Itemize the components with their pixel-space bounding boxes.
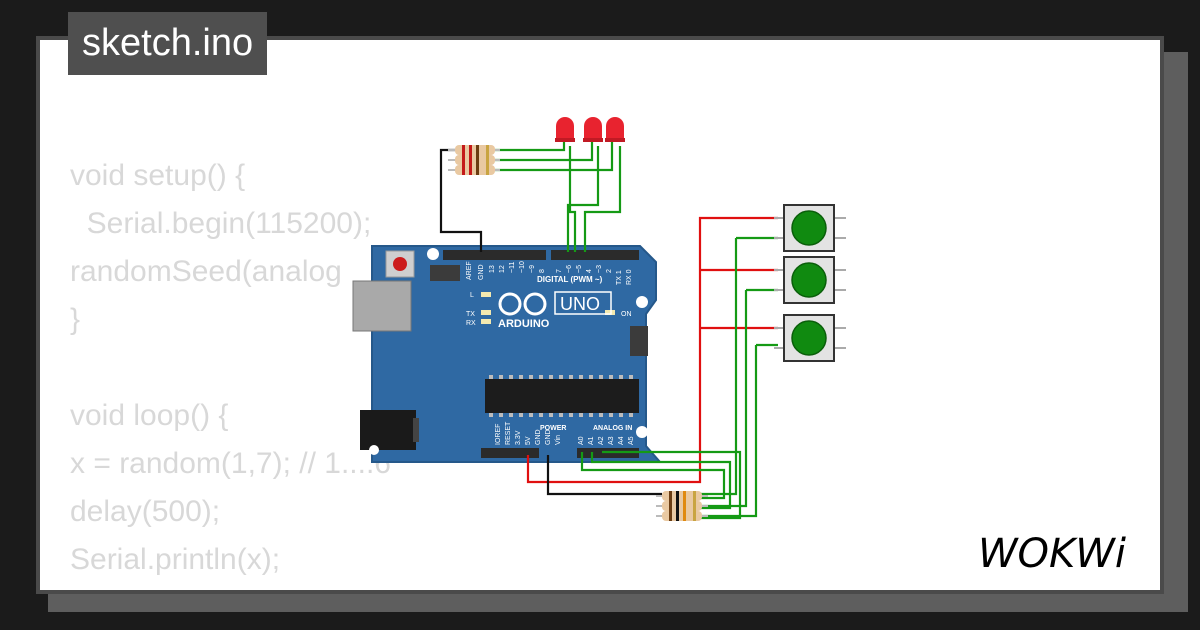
model-label: UNO [560, 294, 600, 314]
pin-label: ~11 [509, 262, 516, 273]
pin-label: A5 [628, 436, 635, 445]
code-line: void setup() { [70, 159, 246, 192]
led-red-3[interactable] [605, 117, 625, 142]
pin-label: 5V [525, 436, 532, 445]
power-header-label: POWER [540, 425, 566, 432]
led-label-on: ON [621, 311, 632, 318]
pin-label: A0 [578, 436, 585, 445]
pin-label: ~10 [519, 261, 526, 273]
led-red-1[interactable] [555, 117, 575, 142]
code-line: Serial.println(x); [70, 543, 281, 576]
pin-label: ~6 [566, 265, 573, 273]
pushbutton-3[interactable] [774, 314, 846, 362]
pin-label: AREF [466, 261, 473, 280]
led-label-rx: RX [466, 320, 476, 327]
digital-header-label: DIGITAL (PWM ~) [537, 275, 603, 284]
pin-label: IOREF [495, 424, 502, 445]
pin-label: GND [545, 429, 552, 445]
pin-label: A2 [598, 436, 605, 445]
pushbutton-2[interactable] [774, 256, 846, 304]
pin-label: ~3 [596, 265, 603, 273]
led-label-tx: TX [466, 311, 475, 318]
power-header [481, 448, 539, 458]
code-line: void loop() { [70, 399, 229, 432]
pin-label: 4 [586, 269, 593, 273]
wokwi-logo: WOKWi [978, 531, 1126, 577]
pin-label: RX 0 [626, 269, 633, 285]
code-line: delay(500); [70, 495, 221, 528]
code-line: randomSeed(analog [70, 255, 342, 288]
resistor-bank-bottom[interactable] [656, 491, 708, 521]
digital-header-left [443, 250, 546, 260]
brand-label: ARDUINO [498, 318, 550, 330]
pin-label: 12 [499, 265, 506, 273]
pin-label: TX 1 [616, 270, 623, 285]
code-line: Serial.begin(115200); [70, 207, 372, 240]
analog-header-label: ANALOG IN [593, 425, 632, 432]
pin-label: A1 [588, 436, 595, 445]
pin-label: 7 [556, 269, 563, 273]
pin-label: RESET [505, 421, 512, 445]
pin-label: 3.3V [515, 430, 522, 445]
led-label-l: L [470, 292, 474, 299]
code-editor: void setup() { Serial.begin(115200); ran… [70, 152, 391, 590]
resistor-bank-top[interactable] [448, 145, 500, 175]
arduino-uno-board[interactable]: ARDUINO UNO DIGITAL (PWM ~) POWER ANALOG… [352, 245, 663, 463]
pin-label: 2 [606, 269, 613, 273]
pin-label: Vin [555, 435, 562, 445]
file-tab[interactable]: sketch.ino [68, 12, 268, 75]
wires [439, 140, 778, 520]
code-line: } [70, 303, 81, 336]
led-red-2[interactable] [583, 117, 603, 142]
pin-label: GND [478, 264, 485, 280]
pushbutton-1[interactable] [774, 204, 846, 252]
pin-label: 13 [489, 265, 496, 273]
digital-header-right [551, 250, 639, 260]
pin-label: 8 [539, 269, 546, 273]
power-jack [360, 410, 416, 450]
pin-label: ~9 [529, 265, 536, 273]
arduino-logo-icon [498, 292, 547, 316]
pin-label: ~5 [576, 265, 583, 273]
atmega-chip [485, 379, 639, 413]
pin-label: GND [535, 429, 542, 445]
usb-port [352, 280, 412, 332]
pin-label: A3 [608, 436, 615, 445]
pin-label: A4 [618, 436, 625, 445]
